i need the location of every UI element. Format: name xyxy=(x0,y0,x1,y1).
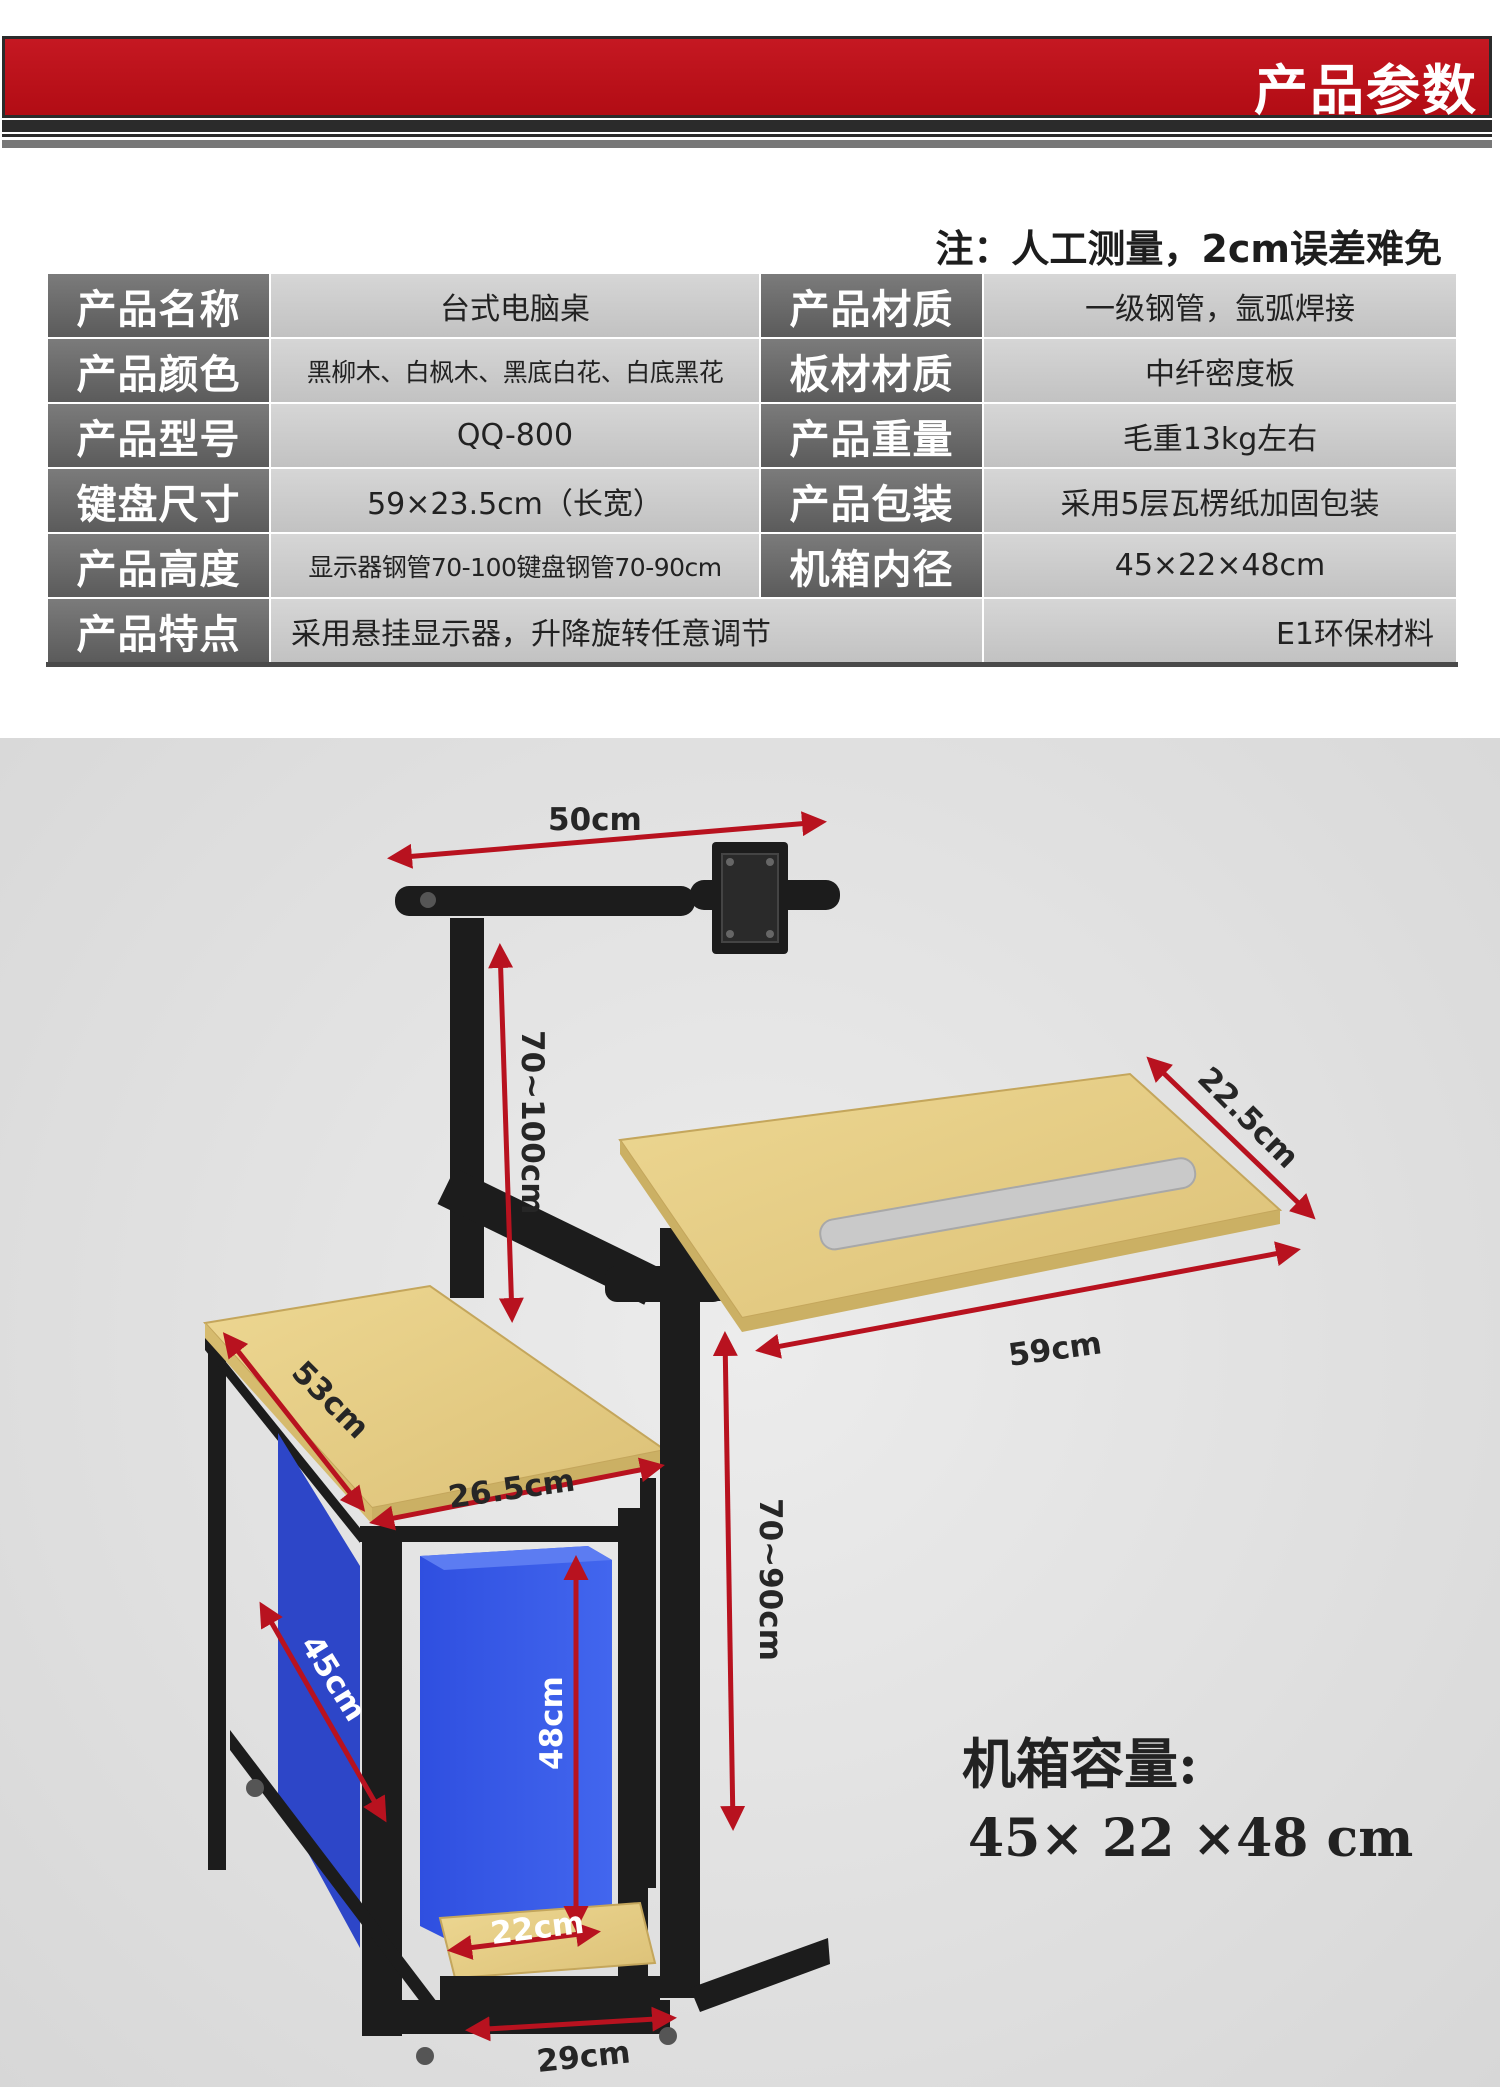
spec-value: 显示器钢管70-100键盘钢管70-90cm xyxy=(269,532,761,599)
keyboard-tray xyxy=(618,1072,1283,1332)
desk-illustration: 50cm 70~100cm 22.5cm 59cm 70~90cm 53cm 2… xyxy=(203,802,1316,2080)
spec-value: 中纤密度板 xyxy=(982,337,1458,404)
measurement-note: 注：人工测量，2cm误差难免 xyxy=(935,227,1442,271)
spec-label: 产品型号 xyxy=(46,402,271,469)
capacity-title: 机箱容量: xyxy=(962,1732,1198,1796)
spec-value: 黑柳木、白枫木、黑底白花、白底黑花 xyxy=(269,337,761,404)
spec-value: 毛重13kg左右 xyxy=(982,402,1458,469)
banner-stripe xyxy=(2,120,1492,132)
vesa-mount xyxy=(712,842,788,954)
dimension-label-case-height: 48cm xyxy=(534,1676,570,1770)
spec-label: 产品重量 xyxy=(759,402,984,469)
dimension-label-base-width: 29cm xyxy=(535,2034,632,2080)
table-row: 产品特点 采用悬挂显示器，升降旋转任意调节 E1环保材料 xyxy=(46,597,1458,667)
spec-value: 一级钢管，氩弧焊接 xyxy=(982,272,1458,339)
banner-stripe xyxy=(2,134,1492,137)
table-row: 产品高度 显示器钢管70-100键盘钢管70-90cm 机箱内径 45×22×4… xyxy=(46,532,1458,599)
spec-label: 产品材质 xyxy=(759,272,984,339)
computer-case xyxy=(420,1546,612,1938)
dimension-label-keyboard-pole: 70~90cm xyxy=(752,1498,788,1661)
banner-stripe xyxy=(2,140,1492,148)
dimension-label-arm-width: 50cm xyxy=(548,802,642,838)
table-row: 产品名称 台式电脑桌 产品材质 一级钢管，氩弧焊接 xyxy=(46,272,1458,339)
caster-wheel xyxy=(416,2047,434,2065)
product-diagram: 50cm 70~100cm 22.5cm 59cm 70~90cm 53cm 2… xyxy=(0,738,1500,2087)
spec-label: 产品包装 xyxy=(759,467,984,534)
dimension-label-monitor-pole: 70~100cm xyxy=(514,1030,550,1215)
spec-value: QQ-800 xyxy=(269,402,761,469)
spec-label: 产品颜色 xyxy=(46,337,271,404)
header-banner: 产品参数 xyxy=(0,36,1500,154)
floor-bar xyxy=(690,1938,830,2012)
spec-value: 59×23.5cm（长宽） xyxy=(269,467,761,534)
table-row: 产品型号 QQ-800 产品重量 毛重13kg左右 xyxy=(46,402,1458,469)
capacity-value: 45× 22 ×48 cm xyxy=(968,1808,1414,1869)
spec-label: 板材材质 xyxy=(759,337,984,404)
spec-value: 采用5层瓦楞纸加固包装 xyxy=(982,467,1458,534)
spec-label: 产品名称 xyxy=(46,272,271,339)
spec-value: E1环保材料 xyxy=(982,597,1458,667)
spec-label: 产品高度 xyxy=(46,532,271,599)
spec-value: 采用悬挂显示器，升降旋转任意调节 xyxy=(269,597,984,667)
table-row: 产品颜色 黑柳木、白枫木、黑底白花、白底黑花 板材材质 中纤密度板 xyxy=(46,337,1458,404)
spec-label: 键盘尺寸 xyxy=(46,467,271,534)
spec-value: 45×22×48cm xyxy=(982,532,1458,599)
dimension-label-tray-width: 59cm xyxy=(1006,1325,1104,1374)
dimension-lines xyxy=(222,811,1316,2042)
caster-wheel xyxy=(246,1779,264,1797)
spec-label: 机箱内径 xyxy=(759,532,984,599)
spec-label: 产品特点 xyxy=(46,597,271,667)
caster-wheel xyxy=(659,2027,677,2045)
spec-value: 台式电脑桌 xyxy=(269,272,761,339)
banner-red-bar xyxy=(2,36,1492,118)
page-title: 产品参数 xyxy=(1254,59,1478,122)
spec-table: 产品名称 台式电脑桌 产品材质 一级钢管，氩弧焊接 产品颜色 黑柳木、白枫木、黑… xyxy=(46,272,1458,667)
table-row: 键盘尺寸 59×23.5cm（长宽） 产品包装 采用5层瓦楞纸加固包装 xyxy=(46,467,1458,534)
cabinet-top-board xyxy=(203,1284,668,1524)
